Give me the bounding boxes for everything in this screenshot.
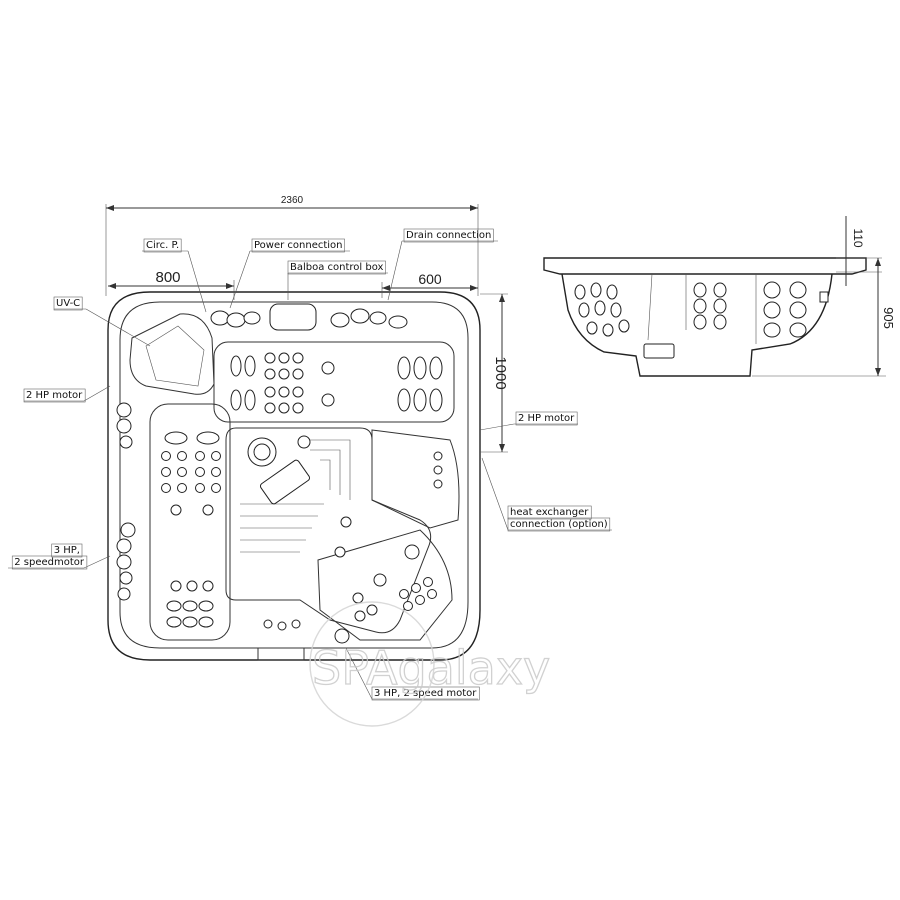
callout-labels: Circ. P. Power connection Drain connecti… — [11, 228, 611, 701]
label-3hp-left-1: 3 HP, — [54, 545, 80, 556]
watermark-text: SPAgalaxy — [312, 641, 550, 695]
callout-box — [251, 238, 345, 253]
callout-box — [403, 228, 494, 243]
seat-right — [371, 429, 460, 529]
label-heat-exchanger-2: connection (option) — [510, 519, 608, 530]
watermark-logo: SPAgalaxy — [309, 601, 551, 727]
callout-box — [287, 260, 386, 275]
jets-top-seat — [230, 352, 443, 414]
jets-center-right — [247, 435, 443, 644]
spa-top-view — [107, 291, 481, 661]
callout-box — [371, 686, 480, 701]
dimension-texts: 2360 800 600 1000 110 905 — [155, 195, 896, 390]
callout-box — [507, 517, 611, 532]
label-circ-p: Circ. P. — [146, 240, 179, 251]
uvc-cover — [145, 325, 205, 387]
dim-right-width: 600 — [418, 271, 442, 287]
callout-box — [11, 555, 88, 570]
footwell-steps — [240, 503, 324, 553]
dim-overall-width: 2360 — [281, 195, 304, 206]
callout-box — [23, 388, 86, 403]
label-balboa-control-box: Balboa control box — [290, 262, 384, 273]
label-drain-connection: Drain connection — [406, 230, 491, 241]
side-view-rim — [543, 257, 867, 275]
label-3hp-left-2: 2 speedmotor — [14, 557, 85, 568]
seat-left-lounger — [149, 403, 231, 641]
callout-box — [53, 296, 83, 311]
bottom-access-panel — [257, 647, 305, 661]
label-2hp-motor-right: 2 HP motor — [518, 413, 575, 424]
rim-bumps-top — [210, 303, 408, 331]
spa-side-view — [543, 257, 867, 377]
dim-rim-height: 110 — [851, 228, 865, 247]
seat-corner-uvc — [129, 313, 215, 395]
jets-left-lounger — [161, 431, 221, 628]
callout-box — [515, 411, 578, 426]
callout-box — [507, 505, 592, 520]
label-uv-c: UV-C — [56, 298, 80, 309]
dimension-lines — [105, 204, 886, 453]
side-view-dividers — [647, 273, 757, 344]
dim-total-height: 905 — [881, 307, 896, 329]
label-3hp-bottom: 3 HP, 2 speed motor — [374, 688, 477, 699]
rim-bumps-left — [116, 402, 136, 601]
callout-box — [51, 543, 83, 558]
callout-box — [143, 238, 182, 253]
dim-left-width: 800 — [155, 269, 180, 286]
seat-bottom-right — [317, 529, 453, 641]
callout-leaders — [8, 240, 612, 700]
side-view-body — [561, 273, 833, 377]
side-view-jets — [574, 281, 829, 359]
footwell-steps-corner — [300, 439, 351, 500]
dim-right-depth: 1000 — [492, 356, 509, 389]
label-heat-exchanger-1: heat exchanger — [510, 507, 589, 518]
label-power-connection: Power connection — [254, 240, 343, 251]
watermark-ring-icon — [309, 601, 435, 727]
spa-outer-shell — [107, 291, 481, 661]
label-2hp-motor-left: 2 HP motor — [26, 390, 83, 401]
